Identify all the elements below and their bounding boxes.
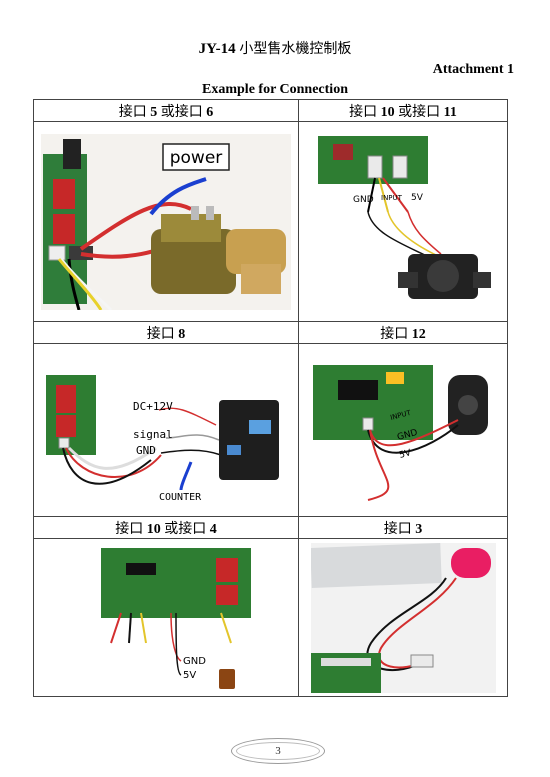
label-gnd: GND — [136, 444, 156, 457]
cell-header-port-10-4: 接口 10 或接口 4 — [33, 516, 299, 539]
label-gnd: GND — [353, 195, 374, 205]
photo-coin-counter: DC+12V signal GND COUNTER — [33, 343, 299, 517]
label-gnd: GND — [183, 656, 206, 667]
label-5v: 5V — [411, 193, 424, 203]
photo-flow-sensor: GND INPUT 5V — [298, 121, 508, 322]
label-5v: 5V — [183, 670, 196, 681]
photo-sensor-wiring: GND 5V — [33, 538, 299, 697]
cell-header-port-12: 接口 12 — [298, 321, 508, 344]
cell-header-port-10-11: 接口 接口 10 或接口 11 — [298, 99, 508, 122]
label-signal: signal — [133, 428, 173, 441]
photo-solenoid-valve: power — [33, 121, 299, 322]
page-number: 3 — [231, 738, 325, 764]
label-input: INPUT — [381, 194, 403, 202]
title-code: JY-14 — [198, 41, 236, 57]
label-5v: 5V — [398, 448, 413, 461]
label-power: power — [170, 148, 223, 168]
cell-header-port-8: 接口 8 — [33, 321, 299, 344]
section-title: Example for Connection — [202, 82, 348, 97]
title-text: 小型售水機控制板 — [239, 41, 352, 57]
photo-level-switch: INPUT GND 5V — [298, 343, 508, 517]
connection-table: 接口 5 或接口 6 接口 接口 10 或接口 11 — [33, 99, 508, 697]
attachment-label: Attachment 1 — [432, 62, 514, 77]
cell-header-port-5-6: 接口 5 或接口 6 — [33, 99, 299, 122]
document-title: JY-14 小型售水機控制板 — [0, 38, 550, 58]
label-counter: COUNTER — [159, 492, 202, 503]
photo-wire-connector — [298, 538, 508, 697]
cell-header-port-3: 接口 3 — [298, 516, 508, 539]
label-dc12v: DC+12V — [133, 400, 173, 413]
